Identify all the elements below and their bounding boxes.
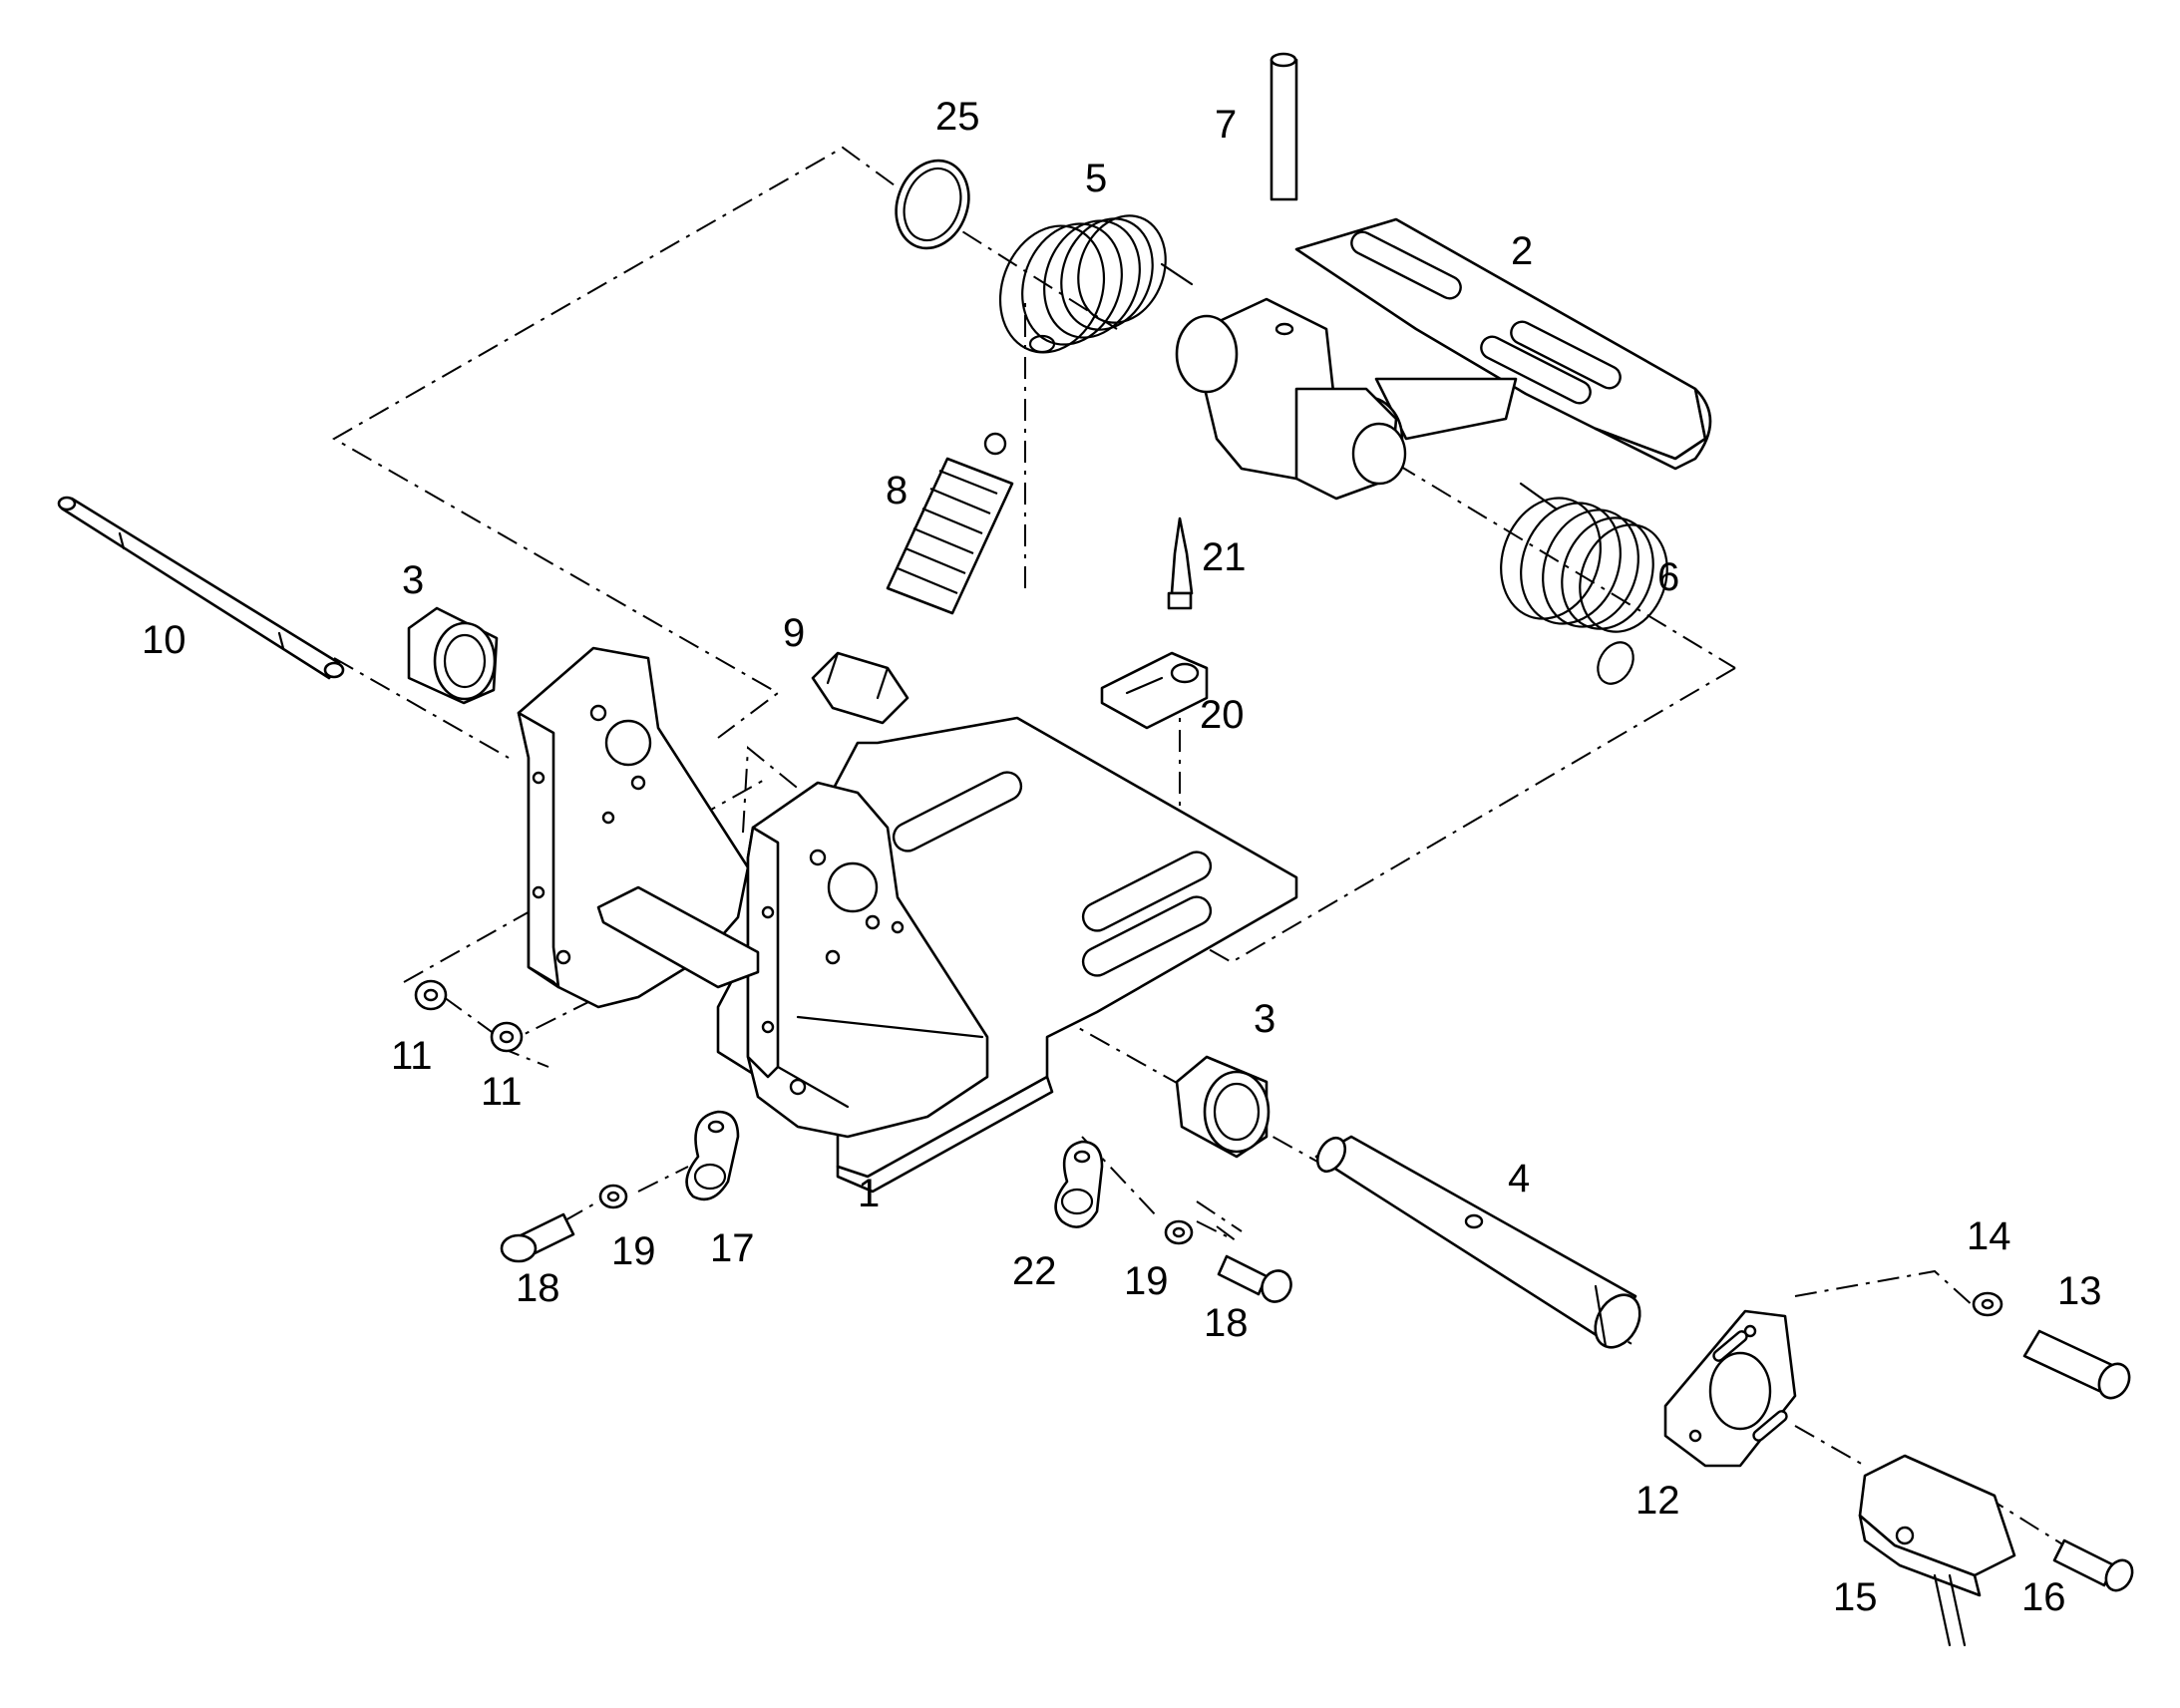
callout-7: 7 xyxy=(1215,103,1237,147)
callout-25: 25 xyxy=(935,95,980,139)
callout-12: 12 xyxy=(1635,1479,1680,1523)
callout-15: 15 xyxy=(1833,1575,1878,1619)
part-8-spring xyxy=(886,432,1014,615)
part-10-rod xyxy=(57,496,345,680)
callout-21: 21 xyxy=(1202,535,1247,579)
part-7-pin xyxy=(1270,52,1298,201)
part-21-pin xyxy=(1167,516,1194,610)
callout-3-upper: 3 xyxy=(402,558,424,602)
callout-19-b: 19 xyxy=(1124,1259,1169,1303)
part-13-screw xyxy=(2022,1329,2131,1400)
part-5-spring xyxy=(998,214,1194,354)
callout-18-a: 18 xyxy=(516,1266,560,1310)
callout-1: 1 xyxy=(858,1172,880,1215)
part-11-washer-b xyxy=(490,1021,524,1053)
part-2-pedal xyxy=(1175,217,1712,501)
callout-16: 16 xyxy=(2021,1575,2066,1619)
callout-13: 13 xyxy=(2057,1269,2102,1313)
callout-11-b: 11 xyxy=(481,1070,523,1114)
callout-10: 10 xyxy=(142,618,186,662)
callout-20: 20 xyxy=(1200,693,1245,737)
part-15-switch xyxy=(1858,1454,2016,1647)
part-11-washer-a xyxy=(414,979,448,1011)
part-22-clamp xyxy=(1054,1140,1104,1228)
part-20-block xyxy=(1100,651,1209,730)
callout-9: 9 xyxy=(783,611,805,655)
callout-5: 5 xyxy=(1085,157,1107,200)
callout-11-a: 11 xyxy=(391,1034,433,1078)
part-9-nut xyxy=(811,651,909,725)
part-18-screw-a xyxy=(500,1212,575,1263)
callout-18-b: 18 xyxy=(1204,1301,1249,1345)
part-17-clamp xyxy=(685,1110,740,1201)
callout-17: 17 xyxy=(710,1226,755,1270)
part-19-washer-a xyxy=(598,1184,628,1209)
callout-22: 22 xyxy=(1012,1249,1057,1293)
callout-6: 6 xyxy=(1657,555,1679,599)
part-18-screw-b xyxy=(1217,1254,1292,1303)
callout-labels: 1 2 3 3 4 5 6 7 8 9 10 11 11 12 13 14 15… xyxy=(142,95,2102,1619)
part-25-ring xyxy=(895,159,970,250)
callout-3-lower: 3 xyxy=(1254,997,1275,1041)
part-16-screw xyxy=(2052,1538,2134,1592)
part-14-washer xyxy=(1972,1291,2003,1317)
callout-8: 8 xyxy=(886,469,908,512)
part-3-bushing-upper xyxy=(407,606,499,705)
callout-4: 4 xyxy=(1508,1157,1530,1200)
part-4-shaft xyxy=(1314,1135,1641,1349)
callout-19-a: 19 xyxy=(611,1229,656,1273)
part-6-spring xyxy=(1500,482,1668,685)
base-plate-assembly xyxy=(517,646,1298,1194)
callout-2: 2 xyxy=(1511,229,1533,273)
callout-14: 14 xyxy=(1967,1214,2011,1258)
part-19-washer-b xyxy=(1164,1219,1194,1245)
part-3-bushing-lower xyxy=(1175,1055,1271,1159)
part-12-flange xyxy=(1663,1309,1797,1468)
